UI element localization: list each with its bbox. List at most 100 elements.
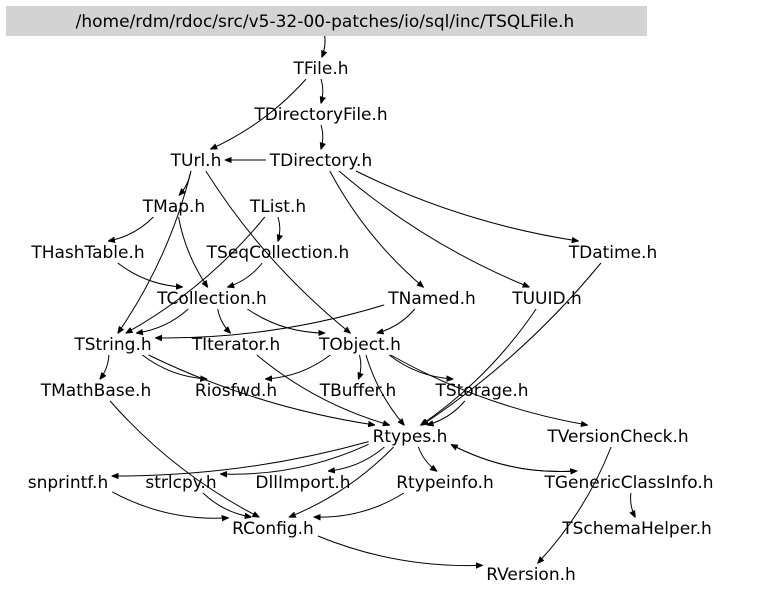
node-riosfwd-h: Riosfwd.h (195, 381, 277, 401)
edge-tfile-h-to-tdirectoryfile-h (321, 78, 323, 103)
edge-tdirectory-h-to-tnamed-h (329, 170, 423, 287)
node-label: strlcpy.h (145, 473, 216, 493)
edge-strlcpy-h-to-rconfig-h (202, 492, 251, 517)
nodes-layer: /home/rdm/rdoc/src/v5-32-00-patches/io/s… (6, 6, 714, 585)
node-label: THashTable.h (30, 243, 144, 263)
node-label: TList.h (249, 197, 306, 217)
edge-tstring-h-to-tmathbase-h (100, 354, 110, 379)
node-label: TSchemaHelper.h (561, 519, 712, 539)
node-label: Riosfwd.h (195, 381, 277, 401)
edge-tdatime-h-to-rtypes-h (422, 262, 602, 425)
node-rconfig-h: RConfig.h (232, 519, 314, 539)
node-tsqlfile-h: /home/rdm/rdoc/src/v5-32-00-patches/io/s… (6, 6, 647, 36)
edge-tgenericclassinfo-h-to-tschemahelper-h (631, 492, 636, 517)
node-tdirectoryfile-h: TDirectoryFile.h (253, 105, 387, 125)
node-label: Rtypes.h (373, 427, 448, 447)
edge-tcollection-h-to-tobject-h (247, 308, 324, 333)
edge-tfile-h-to-turl-h (211, 78, 307, 149)
node-label: TNamed.h (387, 289, 476, 309)
node-rtypes-h: Rtypes.h (373, 427, 448, 447)
node-label: RConfig.h (232, 519, 314, 539)
node-tmathbase-h: TMathBase.h (40, 381, 151, 401)
root-node-box (6, 6, 647, 36)
node-tgenericclassinfo-h: TGenericClassInfo.h (543, 473, 713, 493)
node-label: /home/rdm/rdoc/src/v5-32-00-patches/io/s… (76, 12, 575, 32)
node-tlist-h: TList.h (249, 197, 306, 217)
node-tcollection-h: TCollection.h (156, 289, 267, 309)
node-tfile-h: TFile.h (292, 59, 348, 79)
edge-tnamed-h-to-tstring-h (156, 304, 385, 338)
node-tobject-h: TObject.h (318, 335, 401, 355)
node-label: Rtypeinfo.h (396, 473, 494, 493)
edge-thashtable-h-to-tcollection-h (117, 262, 183, 287)
node-label: TCollection.h (156, 289, 267, 309)
node-tbuffer-h: TBuffer.h (319, 381, 397, 401)
node-strlcpy-h: strlcpy.h (145, 473, 216, 493)
edge-turl-h-to-tobject-h (205, 170, 350, 333)
edge-rtypes-h-to-tgenericclassinfo-h (451, 444, 576, 472)
edge-tcollection-h-to-titerator-h (217, 308, 231, 333)
edge-rtypes-h-to-snprintf-h (112, 441, 369, 476)
edge-tstorage-h-to-rtypes-h (427, 400, 466, 425)
edge-tuuid-h-to-rtypes-h (421, 308, 537, 425)
edge-tmap-h-to-tcollection-h (178, 216, 208, 287)
node-label: TSeqCollection.h (206, 243, 350, 263)
node-label: TVersionCheck.h (546, 427, 688, 447)
node-tnamed-h: TNamed.h (387, 289, 476, 309)
node-label: DllImport.h (255, 473, 350, 493)
edge-rtypeinfo-h-to-rconfig-h (314, 492, 405, 517)
edge-tlist-h-to-tstring-h (126, 216, 266, 333)
node-tdirectory-h: TDirectory.h (269, 151, 373, 171)
edge-rtypes-h-to-dllimport-h (329, 446, 385, 471)
edge-tseqcollection-h-to-tcollection-h (228, 262, 263, 287)
node-thashtable-h: THashTable.h (30, 243, 144, 263)
edge-tdirectory-h-to-tuuid-h (338, 170, 529, 287)
node-label: snprintf.h (28, 473, 109, 493)
node-tstorage-h: TStorage.h (434, 381, 528, 401)
node-tstring-h: TString.h (73, 335, 151, 355)
node-tversioncheck-h: TVersionCheck.h (546, 427, 688, 447)
edge-tobject-h-to-tbuffer-h (359, 354, 361, 379)
node-titerator-h: TIterator.h (191, 335, 281, 355)
node-label: TFile.h (292, 59, 348, 79)
edge-tdirectory-h-to-tdatime-h (355, 170, 578, 241)
edge-tmap-h-to-thashtable-h (109, 216, 154, 241)
node-dllimport-h: DllImport.h (255, 473, 350, 493)
node-tmap-h: TMap.h (142, 197, 205, 217)
node-label: TUUID.h (511, 289, 582, 309)
edge-tmathbase-h-to-rconfig-h (109, 400, 259, 517)
node-label: RVersion.h (486, 565, 576, 585)
edge-tlist-h-to-tseqcollection-h (278, 216, 280, 241)
edges-layer (100, 31, 636, 566)
node-label: TBuffer.h (319, 381, 397, 401)
node-tdatime-h: TDatime.h (568, 243, 657, 263)
edge-rconfig-h-to-rversion-h (317, 535, 482, 566)
node-label: TIterator.h (191, 335, 281, 355)
node-label: TMap.h (142, 197, 205, 217)
edge-tstring-h-to-rtypes-h (148, 354, 375, 425)
node-snprintf-h: snprintf.h (28, 473, 109, 493)
edge-tstring-h-to-riosfwd-h (142, 354, 206, 379)
edge-tversioncheck-h-to-rversion-h (538, 446, 612, 563)
node-label: TObject.h (318, 335, 401, 355)
edge-rtypes-h-to-rtypeinfo-h (417, 446, 436, 471)
node-label: TString.h (73, 335, 151, 355)
node-tuuid-h: TUUID.h (511, 289, 582, 309)
node-tschemahelper-h: TSchemaHelper.h (561, 519, 712, 539)
edge-tdirectoryfile-h-to-tdirectory-h (321, 124, 323, 149)
edge-snprintf-h-to-rconfig-h (112, 491, 228, 518)
edge-rtypes-h-to-rconfig-h (289, 446, 394, 517)
node-label: TDatime.h (568, 243, 657, 263)
node-label: TGenericClassInfo.h (543, 473, 713, 493)
edge-tobject-h-to-riosfwd-h (266, 354, 331, 379)
edge-tcollection-h-to-tstring-h (137, 308, 189, 333)
edge-titerator-h-to-rtypes-h (256, 354, 389, 425)
edge-tnamed-h-to-tobject-h (377, 308, 416, 333)
node-label: TDirectoryFile.h (253, 105, 387, 125)
edge-rtypes-h-to-strlcpy-h (221, 443, 369, 474)
edge-turl-h-to-tstring-h (118, 170, 192, 333)
node-label: TUrl.h (170, 151, 222, 171)
node-turl-h: TUrl.h (170, 151, 222, 171)
edge-tobject-h-to-rtypes-h (365, 354, 404, 425)
